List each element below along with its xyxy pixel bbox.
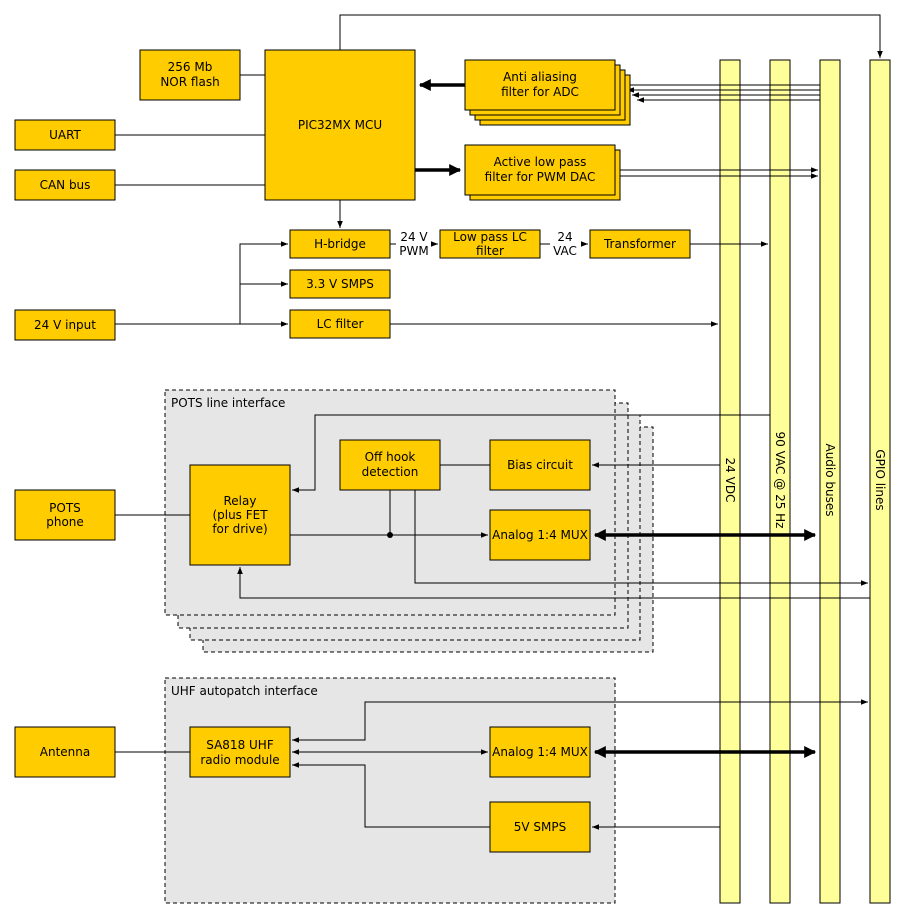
bias-label: Bias circuit — [507, 458, 573, 472]
mux-pots-block — [489, 509, 591, 561]
bus-audio-label: Audio buses — [823, 443, 837, 516]
smps33-block — [289, 269, 391, 299]
pwm24-label-1: 24 V — [400, 230, 428, 244]
lc-lowpass-label-1: Low pass LC — [453, 230, 527, 244]
transformer-label: Transformer — [603, 237, 676, 251]
pots-phone-label-2: phone — [46, 515, 84, 529]
mcu-label: PIC32MX MCU — [298, 118, 382, 132]
pots-phone-block — [14, 489, 116, 541]
bus-24vdc-label: 24 VDC — [723, 458, 737, 503]
bus-90vac-label: 90 VAC @ 25 Hz — [773, 432, 787, 529]
vac24-label-2: VAC — [553, 244, 577, 258]
hbridge-label: H-bridge — [314, 237, 366, 251]
can-block — [14, 169, 116, 201]
connections — [115, 14, 883, 830]
vac24-label-1: 24 — [557, 230, 572, 244]
sa818-block — [189, 726, 291, 778]
antenna-block — [14, 726, 116, 778]
nor-flash-block — [139, 49, 241, 101]
aa-filter-label-1: Anti aliasing — [503, 70, 577, 84]
bus-gpio-label: GPIO lines — [873, 449, 887, 510]
smps5-label: 5V SMPS — [514, 820, 566, 834]
bus-90vac — [769, 59, 791, 904]
mux-pots-label: Analog 1:4 MUX — [492, 528, 588, 542]
bias-block — [489, 439, 591, 491]
pots-phone-label-1: POTS — [49, 501, 81, 515]
antenna-label: Antenna — [40, 745, 90, 759]
mux-uhf-block — [489, 726, 591, 778]
smps33-label: 3.3 V SMPS — [306, 277, 374, 291]
lc-filter-block — [289, 309, 391, 339]
aa-filter-stack — [464, 59, 631, 126]
hbridge-block — [289, 229, 391, 259]
offhook-block — [339, 439, 441, 491]
relay-block — [189, 464, 291, 566]
lc-lowpass-block — [439, 229, 541, 259]
input24-block — [14, 309, 116, 341]
bus-24vdc — [719, 59, 741, 904]
uhf-group — [164, 677, 616, 904]
bus-gpio — [869, 59, 891, 904]
lc-filter-label: LC filter — [317, 317, 364, 331]
nor-flash-label-2: NOR flash — [160, 75, 219, 89]
aa-filter-label-2: filter for ADC — [501, 85, 579, 99]
mcu-block — [264, 49, 416, 201]
can-label: CAN bus — [40, 178, 91, 192]
lc-lowpass-label-2: filter — [476, 244, 504, 258]
relay-label-1: Relay — [224, 494, 257, 508]
offhook-label-1: Off hook — [365, 450, 416, 464]
sa818-label-2: radio module — [200, 753, 279, 767]
smps5-block — [489, 801, 591, 853]
lp-filter-label-1: Active low pass — [494, 155, 587, 169]
uart-block — [14, 119, 116, 151]
pots-group-title: POTS line interface — [171, 396, 285, 410]
uhf-group-title: UHF autopatch interface — [171, 684, 318, 698]
transformer-block — [589, 229, 691, 259]
lp-filter-label-2: filter for PWM DAC — [485, 170, 596, 184]
lp-filter-block — [464, 144, 616, 196]
nor-flash-label-1: 256 Mb — [168, 60, 213, 74]
uart-label: UART — [49, 128, 81, 142]
offhook-label-2: detection — [362, 465, 419, 479]
mux-uhf-label: Analog 1:4 MUX — [492, 745, 588, 759]
sa818-label-1: SA818 UHF — [206, 738, 274, 752]
pwm24-label-2: PWM — [399, 244, 428, 258]
junction-dot — [387, 532, 393, 538]
relay-label-2: (plus FET — [212, 508, 268, 522]
bus-audio — [819, 59, 841, 904]
relay-label-3: for drive) — [212, 522, 267, 536]
input24-label: 24 V input — [34, 318, 96, 332]
